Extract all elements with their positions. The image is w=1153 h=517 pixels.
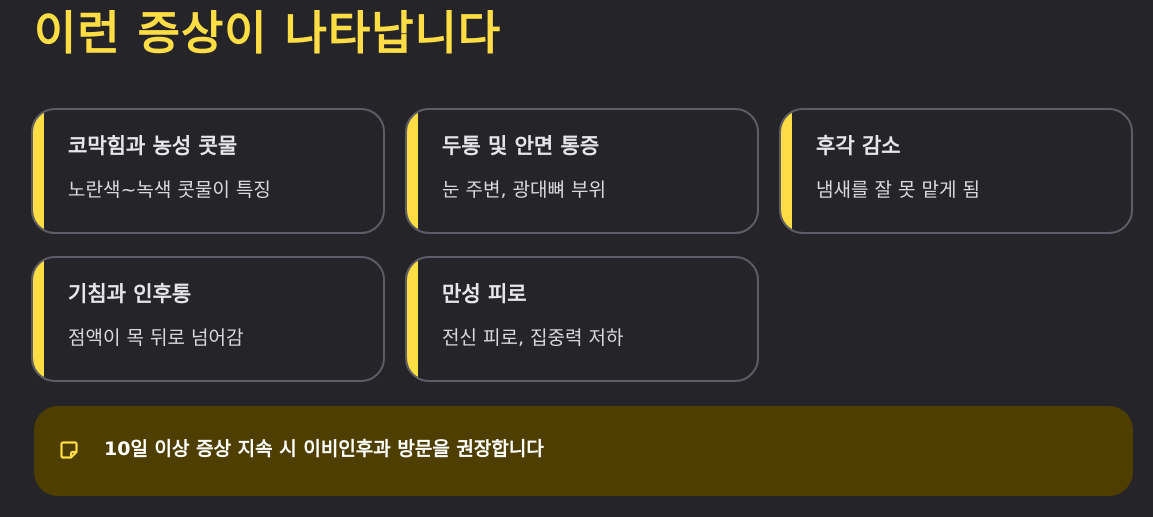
symptom-card-smell-loss: 후각 감소 냄새를 잘 못 맡게 됨 (779, 108, 1133, 234)
card-accent-bar (33, 258, 44, 380)
card-accent-bar (781, 110, 792, 232)
symptom-title: 후각 감소 (816, 134, 901, 158)
symptom-description: 노란색~녹색 콧물이 특징 (68, 179, 271, 201)
symptom-description: 냄새를 잘 못 맡게 됨 (816, 179, 980, 201)
card-accent-bar (407, 110, 418, 232)
card-accent-bar (33, 110, 44, 232)
symptom-description: 전신 피로, 집중력 저하 (442, 327, 624, 349)
advice-notice: 10일 이상 증상 지속 시 이비인후과 방문을 권장합니다 (34, 406, 1133, 496)
symptom-title: 만성 피로 (442, 282, 527, 306)
symptom-description: 점액이 목 뒤로 넘어감 (68, 327, 244, 349)
symptom-card-nasal-congestion: 코막힘과 농성 콧물 노란색~녹색 콧물이 특징 (31, 108, 385, 234)
page-title: 이런 증상이 나타납니다 (34, 6, 502, 60)
card-accent-bar (407, 258, 418, 380)
notice-text: 10일 이상 증상 지속 시 이비인후과 방문을 권장합니다 (104, 438, 544, 460)
symptom-title: 두통 및 안면 통증 (442, 134, 600, 158)
sticky-note-icon (60, 441, 78, 459)
symptom-title: 코막힘과 농성 콧물 (68, 134, 238, 158)
symptom-card-headache: 두통 및 안면 통증 눈 주변, 광대뼈 부위 (405, 108, 759, 234)
symptom-description: 눈 주변, 광대뼈 부위 (442, 179, 606, 201)
symptom-card-fatigue: 만성 피로 전신 피로, 집중력 저하 (405, 256, 759, 382)
symptom-card-cough: 기침과 인후통 점액이 목 뒤로 넘어감 (31, 256, 385, 382)
symptom-title: 기침과 인후통 (68, 282, 192, 306)
